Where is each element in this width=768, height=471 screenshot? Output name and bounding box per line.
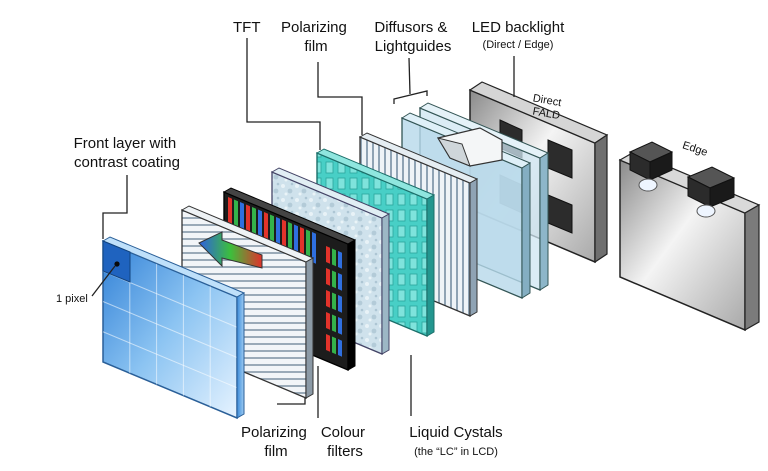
rgb-subpixel (270, 214, 274, 247)
rgb-subpixel (326, 312, 330, 330)
rgb-subpixel (326, 334, 330, 352)
liquid-crystals-label: Liquid Cystals (409, 424, 502, 441)
rgb-subpixel (338, 317, 342, 335)
led-icon (686, 166, 736, 218)
one-pixel-label: 1 pixel (56, 293, 88, 305)
rgb-subpixel (326, 246, 330, 264)
rgb-subpixel (288, 222, 292, 254)
rgb-subpixel (300, 227, 304, 259)
light-direction-arrow-icon (198, 231, 263, 269)
rgb-subpixel (228, 197, 232, 229)
light-direction-arrow-icon (436, 127, 503, 167)
diffusors-label: Diffusors & Lightguides (374, 19, 451, 55)
rgb-subpixel (338, 295, 342, 313)
rgb-subpixel (246, 204, 250, 237)
led-icon (628, 141, 674, 192)
pixel-marker (114, 261, 120, 267)
polarizing-film-top-label: Polarizing film (281, 19, 351, 55)
led-backlight-label: LED backlight (472, 19, 565, 36)
led-backlight-sub-label: (Direct / Edge) (483, 39, 554, 51)
rgb-subpixel (252, 207, 256, 239)
rgb-subpixel (326, 268, 330, 286)
rgb-subpixel (312, 232, 316, 264)
front-layer-panel (101, 236, 246, 420)
rgb-subpixel (332, 292, 336, 311)
polarizing-film-bottom-label: Polarizing film (241, 424, 311, 460)
rgb-subpixel (332, 270, 336, 289)
rgb-subpixel (258, 209, 262, 242)
front-layer-label: Front layer with contrast coating (74, 135, 181, 171)
rgb-subpixel (332, 248, 336, 267)
colour-filters-label: Colour filters (321, 424, 369, 460)
rgb-subpixel (306, 229, 310, 262)
leader-lines (91, 38, 515, 418)
rgb-subpixel (264, 212, 268, 244)
rgb-subpixel (332, 336, 336, 355)
liquid-crystals-sub-label: (the “LC” in LCD) (414, 446, 498, 458)
direct-fald-label: Direct FALD (530, 92, 566, 122)
rgb-subpixel (326, 290, 330, 308)
pixel-grid-line (102, 331, 238, 389)
rgb-subpixel (332, 314, 336, 333)
rgb-subpixel (338, 339, 342, 357)
rgb-subpixel (276, 217, 280, 249)
rgb-subpixel (338, 273, 342, 291)
rgb-subpixel (234, 199, 238, 232)
tft-label: TFT (233, 19, 261, 36)
rgb-subpixel (338, 251, 342, 269)
rgb-subpixel (240, 202, 244, 234)
rgb-subpixel (282, 219, 286, 252)
pixel-grid-line (102, 301, 238, 358)
rgb-subpixel (294, 224, 298, 257)
edge-label: Edge (681, 139, 709, 158)
